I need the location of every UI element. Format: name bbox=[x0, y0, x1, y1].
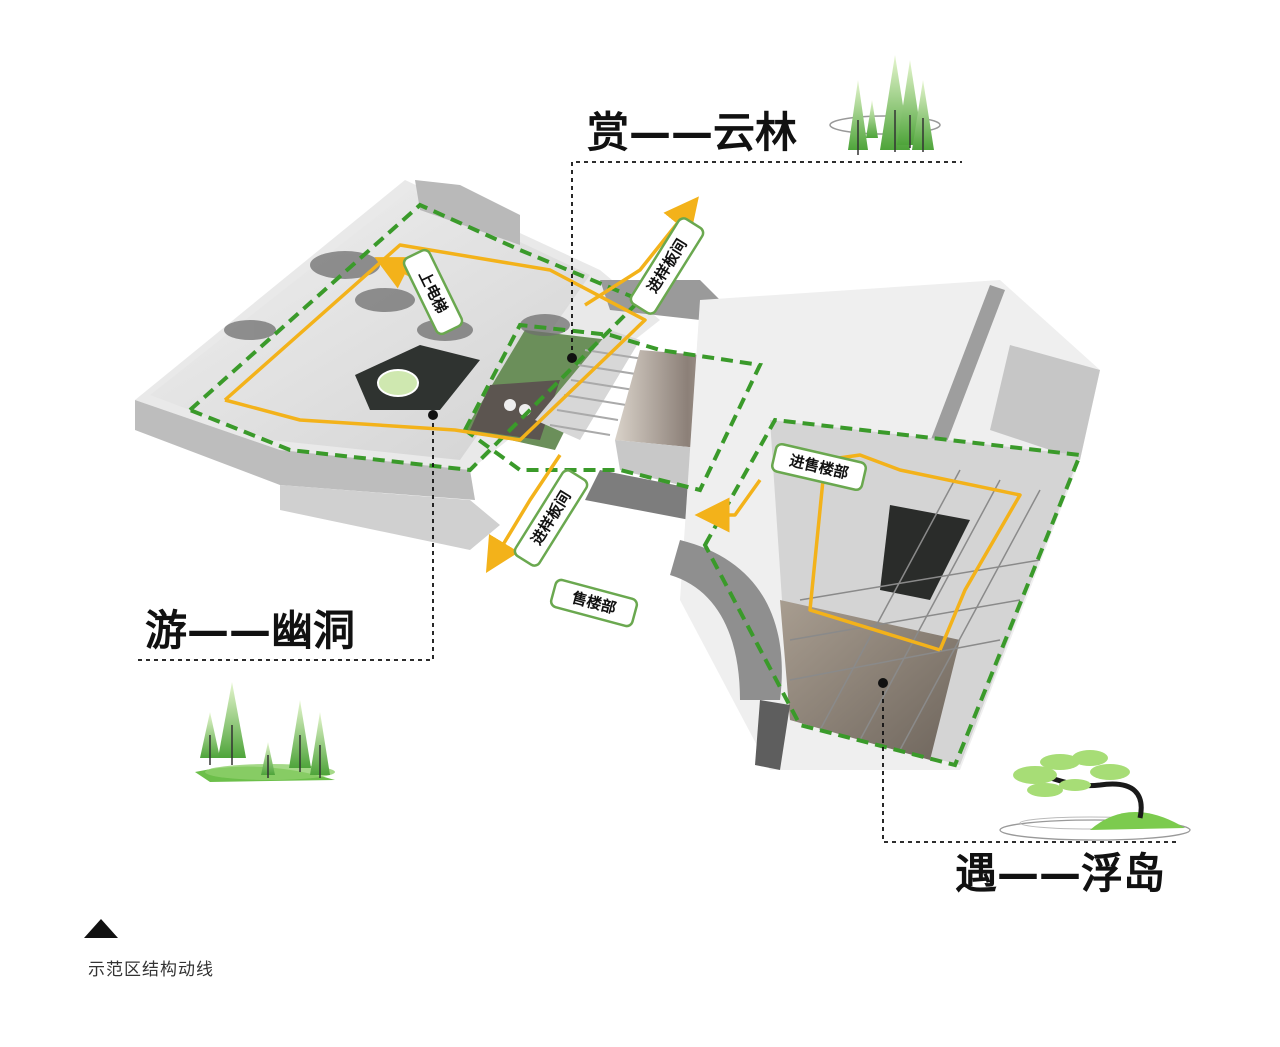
zone-title-bottom: 遇——浮岛 bbox=[955, 849, 1165, 898]
floor-grid bbox=[789, 469, 1041, 751]
boundary-right-zone bbox=[702, 417, 1083, 768]
courtyard-trees bbox=[224, 251, 570, 341]
tree-cluster-top-icon bbox=[829, 55, 941, 155]
tree-cluster-left-icon bbox=[195, 682, 335, 782]
zone-boundaries bbox=[186, 202, 1083, 768]
leader-top bbox=[571, 161, 962, 358]
bonsai-island-icon bbox=[999, 750, 1191, 841]
tag-sales-office: 售楼部 bbox=[549, 578, 639, 628]
caption-marker-icon bbox=[84, 919, 118, 938]
boundary-center-zone bbox=[462, 322, 763, 493]
zone-title-left: 游——幽洞 bbox=[145, 606, 355, 655]
boundary-left-zone bbox=[186, 202, 644, 473]
tag-sample-lower: 进样板间 bbox=[513, 469, 589, 567]
leader-left bbox=[138, 415, 434, 661]
tag-sales-entry: 进售楼部 bbox=[770, 442, 868, 492]
leader-dot-bottom bbox=[878, 678, 888, 688]
zone-title-top: 赏——云林 bbox=[587, 108, 797, 157]
leader-lines bbox=[138, 161, 1180, 843]
right-block bbox=[670, 280, 1100, 770]
route-arrow-lower bbox=[485, 454, 562, 573]
route-arrow-sales bbox=[694, 478, 762, 533]
leader-dot-left bbox=[428, 410, 438, 420]
diagram-caption: 示范区结构动线 bbox=[88, 960, 214, 980]
curved-wall bbox=[670, 540, 782, 700]
route-loop-right bbox=[808, 453, 1022, 652]
leader-dot-top bbox=[567, 353, 577, 363]
